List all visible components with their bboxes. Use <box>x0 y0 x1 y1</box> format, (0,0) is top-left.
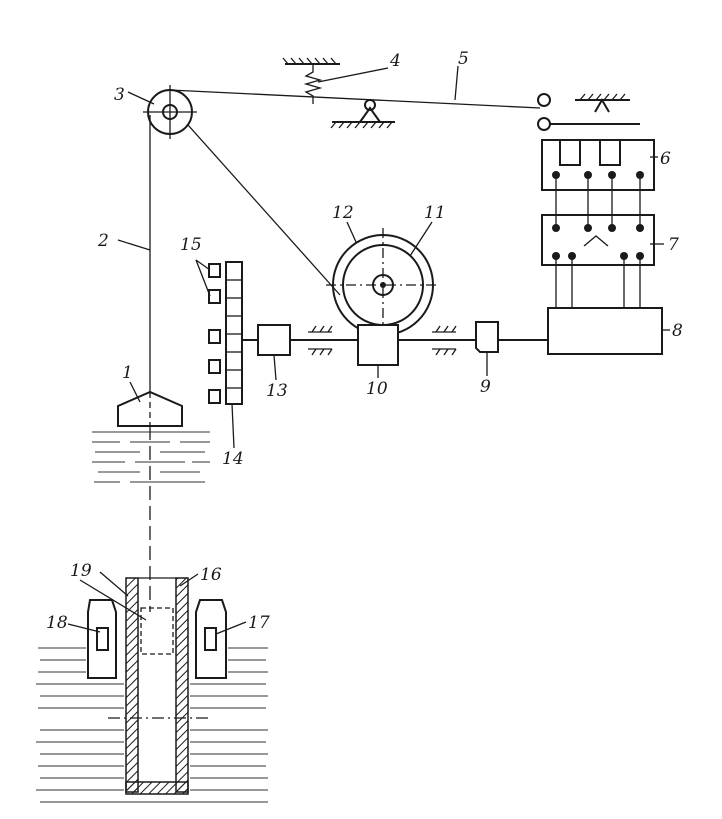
lower-liquid <box>36 647 268 803</box>
upper-liquid <box>92 431 210 483</box>
block-10 <box>357 324 399 366</box>
spring <box>282 57 340 104</box>
block-9 <box>475 321 499 353</box>
cable-diagonal <box>187 124 341 296</box>
block-8 <box>547 307 663 355</box>
label-8: 8 <box>672 321 683 341</box>
pulley <box>143 85 197 139</box>
label-17: 17 <box>248 613 270 633</box>
label-14: 14 <box>222 449 244 469</box>
label-15: 15 <box>180 235 202 255</box>
label-3: 3 <box>114 85 125 105</box>
sensor-18 <box>87 599 117 679</box>
label-19: 19 <box>70 561 92 581</box>
label-10: 10 <box>366 379 388 399</box>
label-1: 1 <box>122 363 133 383</box>
label-2: 2 <box>97 231 109 251</box>
label-9: 9 <box>480 377 491 397</box>
bearings <box>308 325 457 356</box>
lever-pivot <box>330 99 395 129</box>
well <box>108 577 210 795</box>
cable-top <box>169 89 541 109</box>
label-13: 13 <box>266 381 288 401</box>
label-11: 11 <box>424 203 446 223</box>
code-strip <box>225 261 243 405</box>
code-strip-cells <box>226 279 242 389</box>
label-5: 5 <box>458 49 469 69</box>
sensor-17 <box>195 599 227 679</box>
label-4: 4 <box>389 51 401 71</box>
lever-contacts <box>537 93 640 131</box>
connections-6-7 <box>552 171 644 232</box>
leader-lines <box>67 65 670 635</box>
sensors <box>195 259 221 404</box>
label-18: 18 <box>46 613 68 633</box>
label-16: 16 <box>200 565 222 585</box>
block-7 <box>541 214 655 266</box>
connections-7-8 <box>552 252 644 308</box>
block-13 <box>257 324 291 356</box>
label-12: 12 <box>332 203 354 223</box>
block-6 <box>541 139 655 191</box>
float <box>117 390 183 427</box>
inner-float <box>140 607 174 655</box>
label-7: 7 <box>668 235 679 255</box>
label-6: 6 <box>660 149 671 169</box>
